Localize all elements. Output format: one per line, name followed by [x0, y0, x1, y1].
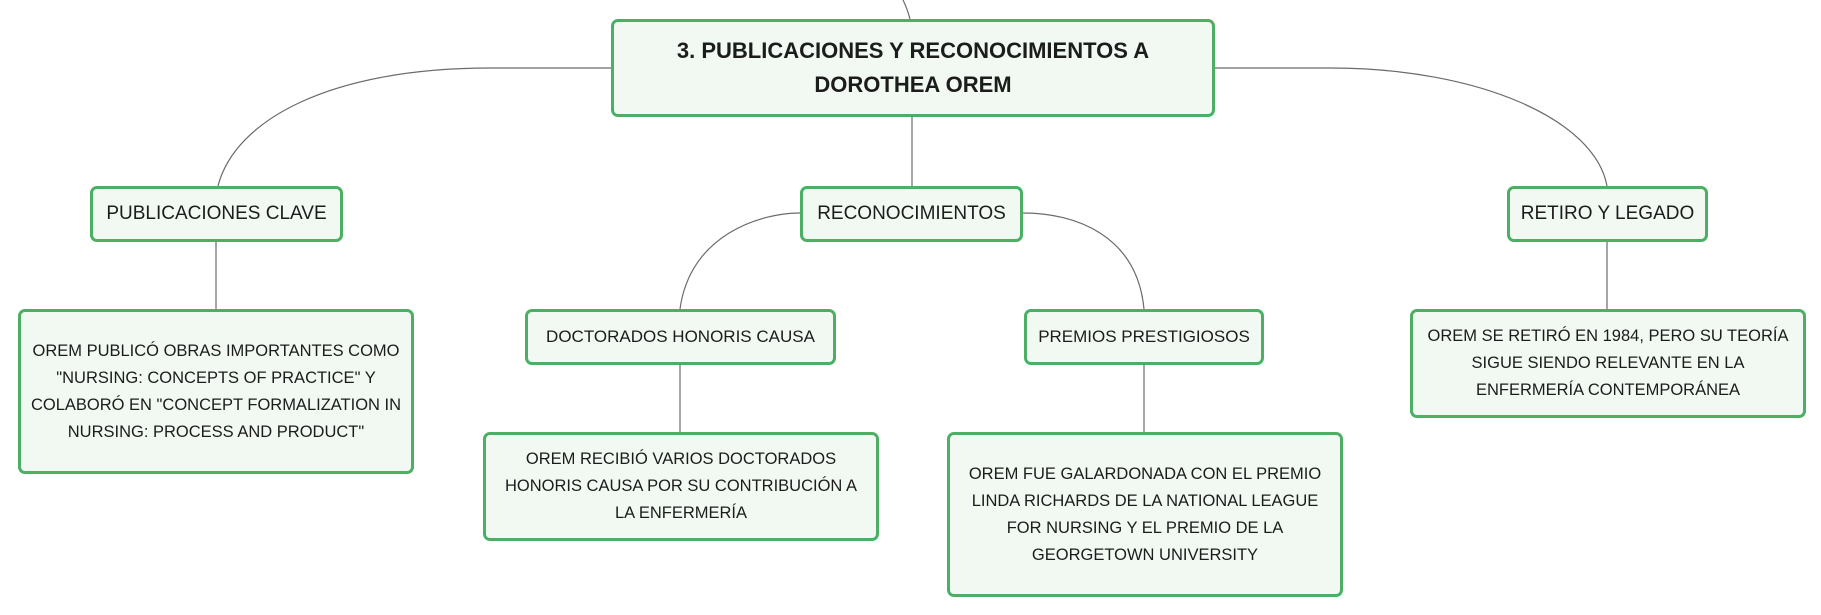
topic-node-publicaciones-clave[interactable]: PUBLICACIONES CLAVE	[90, 186, 343, 242]
connector-reconocimientos-to-doctorados	[679, 212, 801, 310]
subtopic-label-doctorados: DOCTORADOS HONORIS CAUSA	[546, 327, 815, 346]
detail-text-retiro: OREM SE RETIRÓ EN 1984, PERO SU TEORÍA S…	[1427, 327, 1789, 399]
topic-label-publicaciones: PUBLICACIONES CLAVE	[106, 203, 327, 224]
detail-text-premios: OREM FUE GALARDONADA CON EL PREMIO LINDA…	[968, 464, 1322, 564]
subtopic-label-premios: PREMIOS PRESTIGIOSOS	[1038, 327, 1250, 346]
topic-label-reconocimientos: RECONOCIMIENTOS	[817, 203, 1006, 224]
detail-text-publicaciones: OREM PUBLICÓ OBRAS IMPORTANTES COMO "NUR…	[30, 341, 402, 441]
detail-node-doctorados[interactable]: OREM RECIBIÓ VARIOS DOCTORADOS HONORIS C…	[483, 432, 879, 541]
detail-text-doctorados: OREM RECIBIÓ VARIOS DOCTORADOS HONORIS C…	[504, 450, 858, 522]
connector-reconocimientos-to-premios	[1022, 212, 1145, 310]
topic-node-retiro-y-legado[interactable]: RETIRO Y LEGADO	[1507, 186, 1708, 242]
connector-root-to-retiro	[1215, 67, 1608, 187]
detail-node-publicaciones[interactable]: OREM PUBLICÓ OBRAS IMPORTANTES COMO "NUR…	[18, 309, 414, 474]
topic-label-retiro: RETIRO Y LEGADO	[1520, 203, 1695, 224]
connector-parent-to-root	[902, 0, 911, 20]
connector-root-to-publicaciones	[217, 67, 611, 187]
detail-node-retiro[interactable]: OREM SE RETIRÓ EN 1984, PERO SU TEORÍA S…	[1410, 309, 1806, 418]
central-topic-node[interactable]: 3. PUBLICACIONES Y RECONOCIMIENTOS A DOR…	[611, 19, 1215, 117]
central-topic-title: 3. PUBLICACIONES Y RECONOCIMIENTOS A DOR…	[676, 38, 1150, 97]
subtopic-node-premios[interactable]: PREMIOS PRESTIGIOSOS	[1024, 309, 1264, 365]
subtopic-node-doctorados[interactable]: DOCTORADOS HONORIS CAUSA	[525, 309, 836, 365]
detail-node-premios[interactable]: OREM FUE GALARDONADA CON EL PREMIO LINDA…	[947, 432, 1343, 597]
topic-node-reconocimientos[interactable]: RECONOCIMIENTOS	[800, 186, 1023, 242]
